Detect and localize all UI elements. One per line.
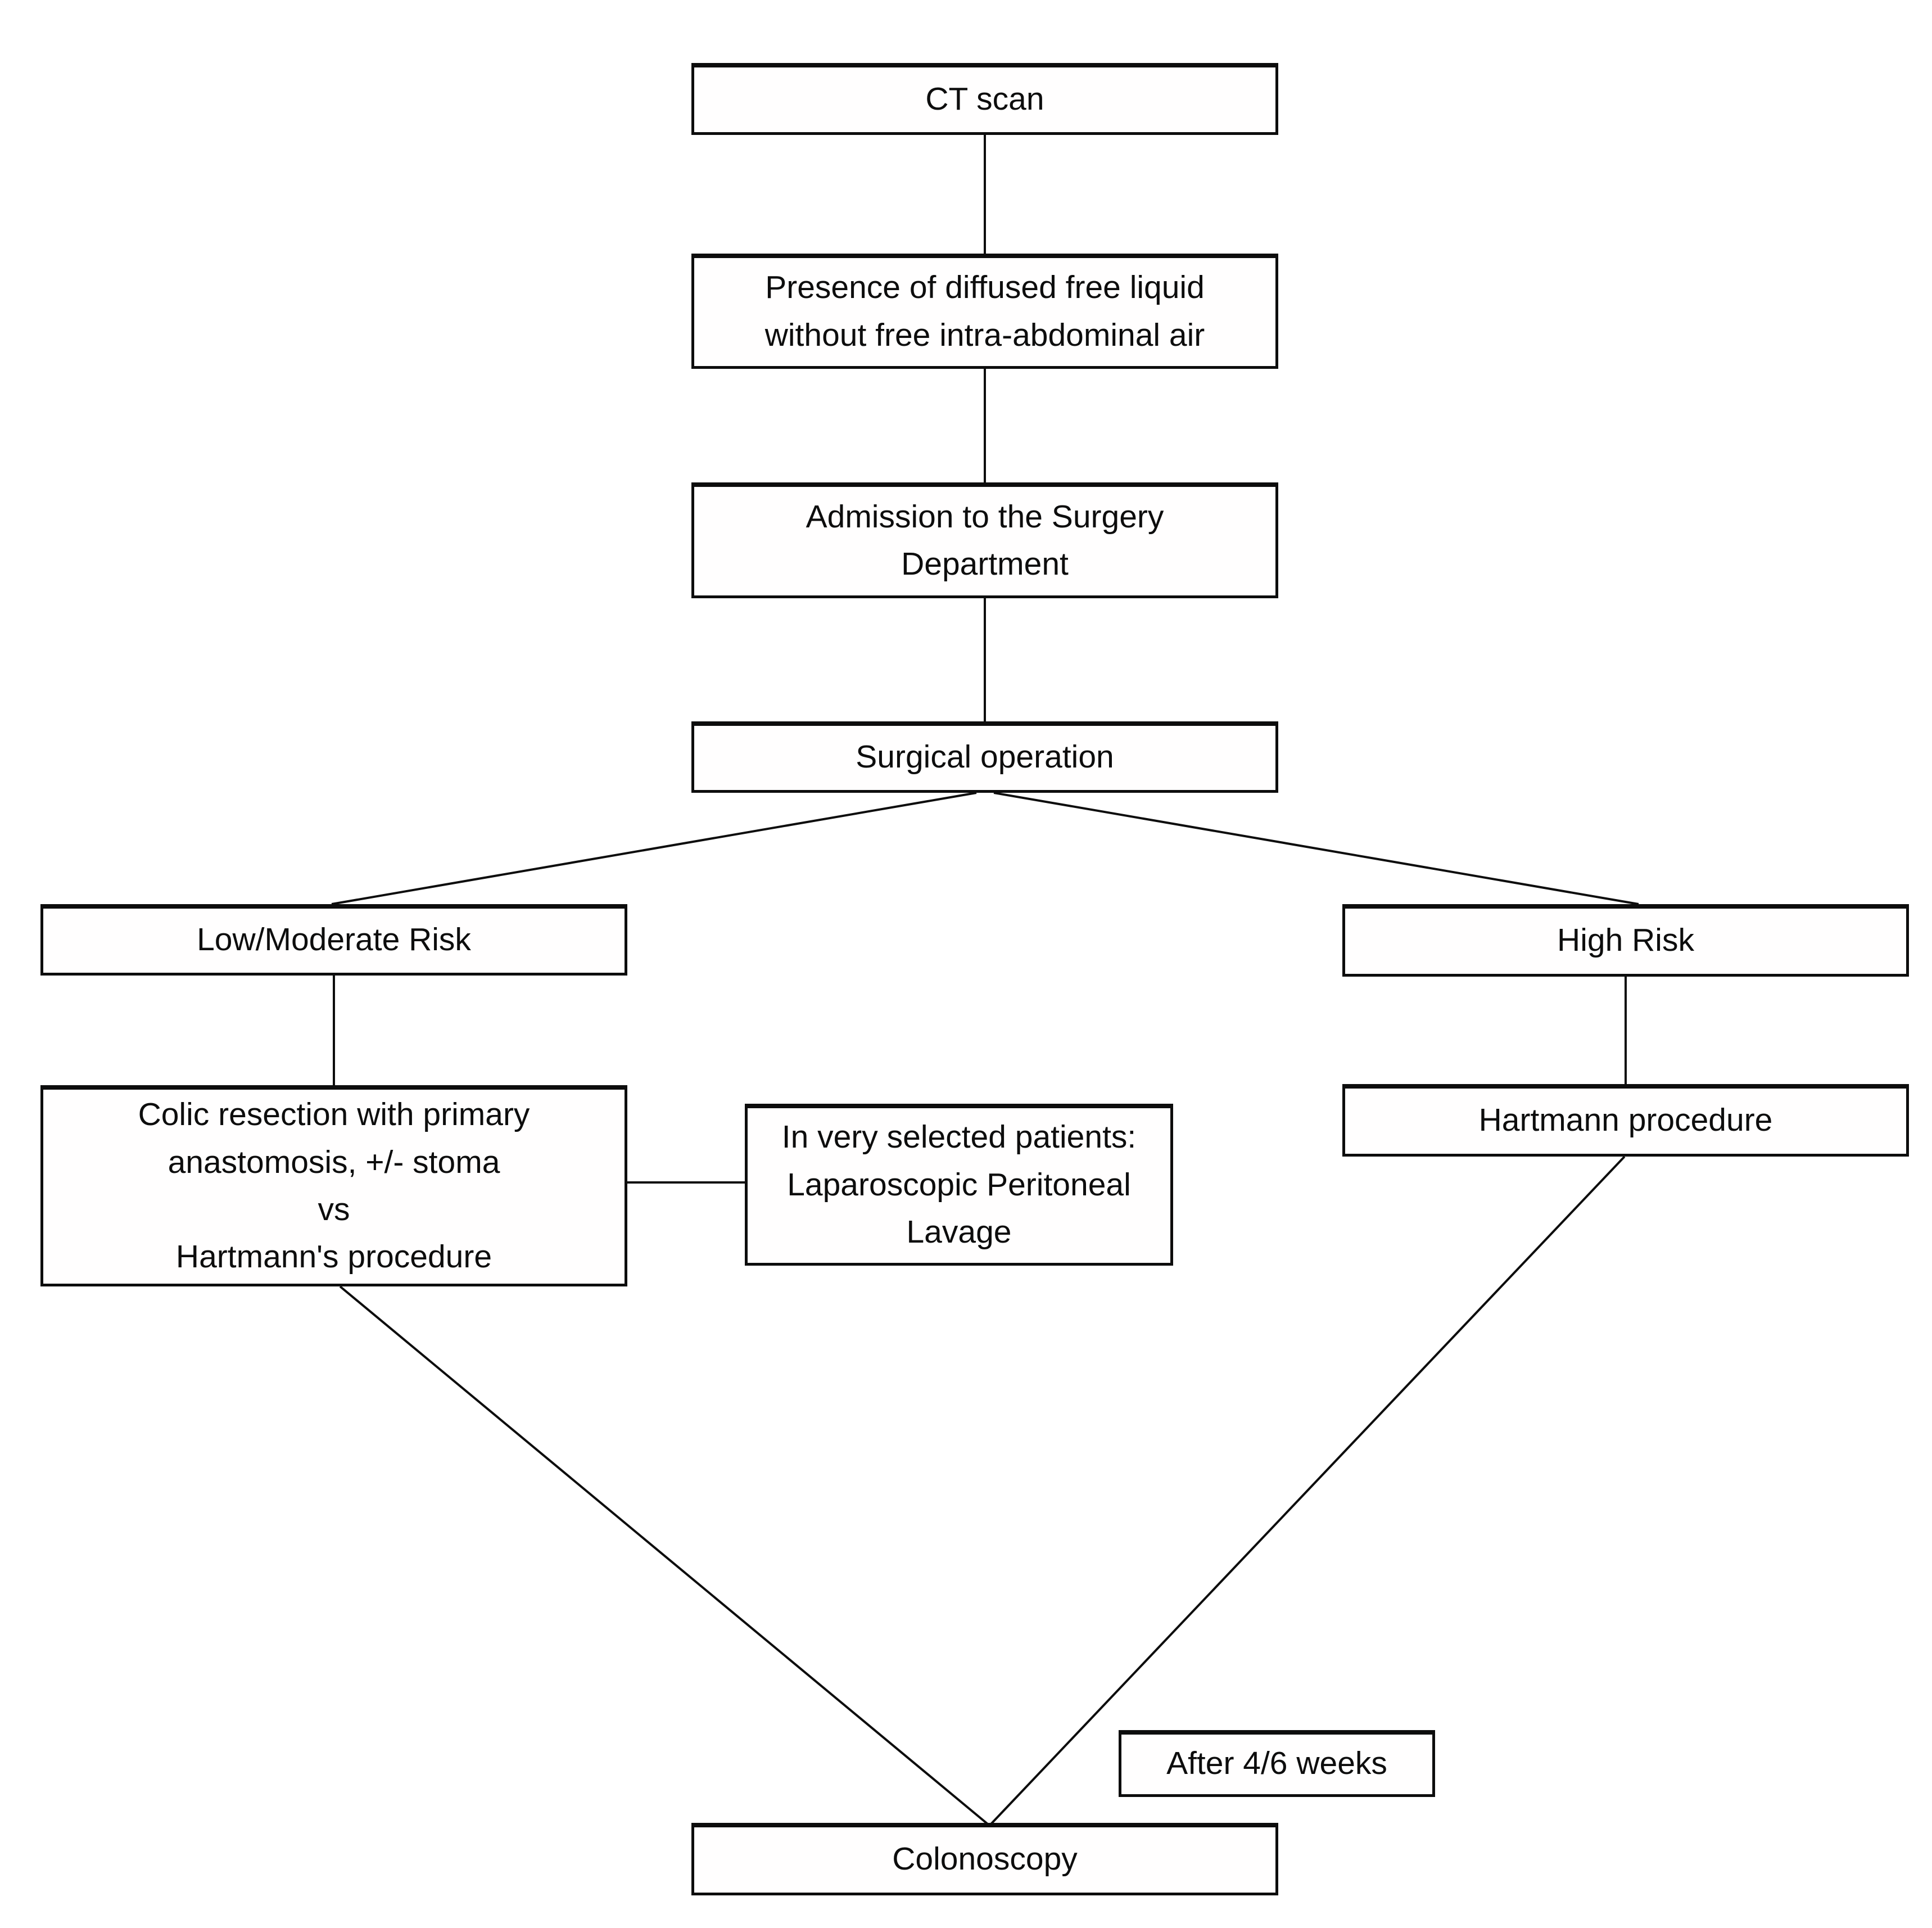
node-admission-surgery: Admission to the Surgery Department <box>691 482 1278 598</box>
edge-surgical-highrisk <box>993 792 1639 905</box>
node-presence-free-liquid: Presence of diffused free liquid without… <box>691 254 1278 369</box>
edge-hartmann-colonoscopy <box>990 1155 1626 1825</box>
node-colic-resection: Colic resection with primary anastomosis… <box>40 1085 627 1286</box>
node-ct-scan: CT scan <box>691 63 1278 135</box>
node-hartmann-procedure: Hartmann procedure <box>1342 1084 1909 1157</box>
edge-surgical-lowmod <box>331 792 977 905</box>
edge-colic-colonoscopy <box>339 1285 989 1825</box>
node-high-risk: High Risk <box>1342 904 1909 977</box>
node-low-moderate-risk: Low/Moderate Risk <box>40 904 627 976</box>
node-colonoscopy: Colonoscopy <box>691 1823 1278 1895</box>
node-surgical-operation: Surgical operation <box>691 721 1278 793</box>
node-after-4-6-weeks: After 4/6 weeks <box>1119 1730 1435 1797</box>
node-laparoscopic-lavage: In very selected patients: Laparoscopic … <box>745 1104 1173 1266</box>
